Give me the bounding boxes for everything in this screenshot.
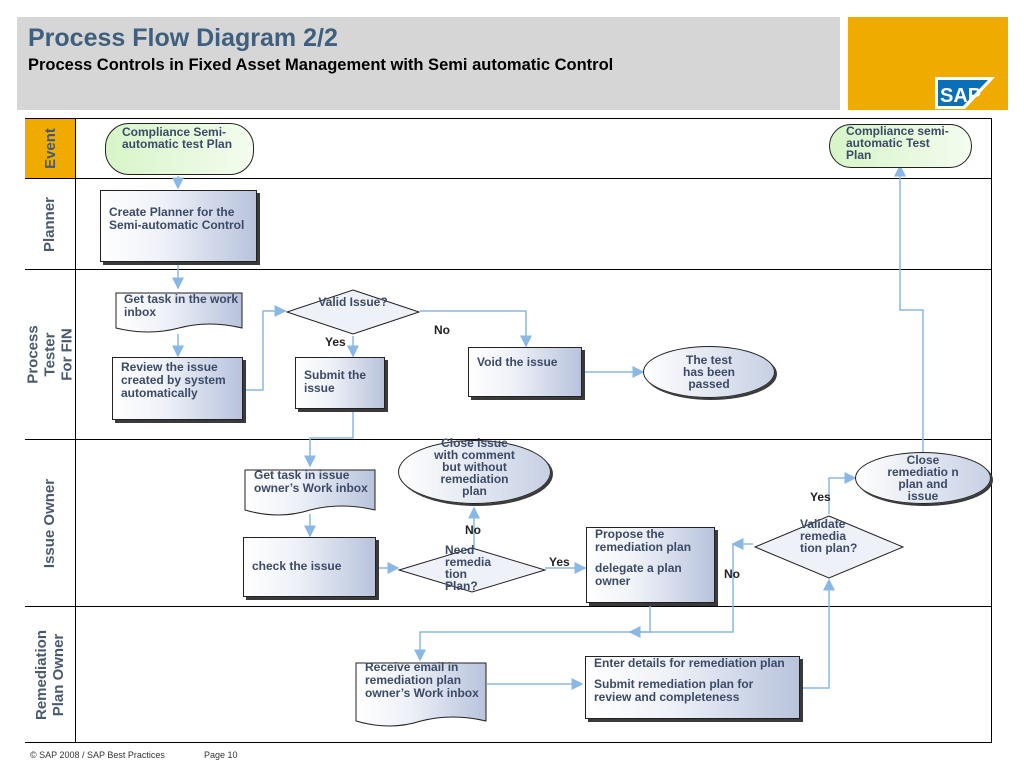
- page-title: Process Flow Diagram 2/2: [28, 24, 338, 52]
- close-issue-comment: Close issue with comment but without rem…: [398, 436, 551, 504]
- footer-copyright: © SAP 2008 / SAP Best Practices: [30, 750, 165, 760]
- connector: [414, 603, 651, 662]
- node-text: Close remediatio n plan and issue: [887, 453, 959, 503]
- node-text: Get task in the work inbox: [124, 292, 239, 319]
- test-passed-end: The test has been passed: [643, 346, 775, 398]
- decision-text: Validate remedia tion plan?: [800, 517, 858, 555]
- connector: [243, 305, 287, 391]
- document-shape: [244, 469, 376, 516]
- valid-issue-decision: [285, 289, 421, 335]
- lane-label-owner: Issue Owner: [25, 440, 76, 606]
- lane-divider: [25, 269, 992, 270]
- get-task-document: Get task in the work inbox: [113, 290, 245, 336]
- branch-label-yes: Yes: [325, 335, 346, 349]
- brand-panel: [848, 17, 1008, 110]
- validate-plan-decision: [753, 515, 905, 579]
- need-remediation-decision: [397, 547, 547, 593]
- propose-plan-task: Propose the remediation plan delegate a …: [586, 527, 715, 603]
- node-text: Submit the issue: [304, 368, 366, 395]
- node-text: Compliance Semi-automatic test Plan: [122, 125, 233, 151]
- connector: [828, 472, 857, 514]
- node-text: Submit remediation plan for review and c…: [594, 677, 754, 704]
- page-subtitle: Process Controls in Fixed Asset Manageme…: [28, 56, 614, 74]
- void-issue-task: Void the issue: [468, 347, 582, 397]
- connector: [800, 578, 835, 689]
- review-issue-task: Review the issue created by system autom…: [112, 357, 243, 420]
- sap-logo-text: SAP: [940, 85, 981, 107]
- create-planner-task: Create Planner for the Semi-automatic Co…: [100, 190, 257, 262]
- lane-label-planner: Planner: [25, 179, 76, 269]
- lane-divider: [25, 439, 992, 440]
- branch-label-yes: Yes: [549, 555, 570, 569]
- start-terminator: Compliance Semi-automatic test Plan: [105, 123, 254, 175]
- connector: [894, 164, 924, 452]
- submit-issue-task: Submit the issue: [295, 357, 385, 409]
- lane-label-remediation: Remediation Plan Owner: [25, 607, 76, 742]
- node-text: Get task in issue owner’s Work inbox: [254, 468, 368, 495]
- lane-label-event: Event: [25, 119, 76, 178]
- branch-label-no: No: [465, 523, 481, 537]
- document-shape: [355, 662, 487, 727]
- lane-divider: [25, 606, 992, 607]
- lane-divider: [25, 178, 992, 179]
- decision-text: Need remedia tion Plan?: [445, 543, 492, 593]
- node-text: Propose the remediation plan: [595, 527, 692, 554]
- decision-text: Valid Issue?: [318, 295, 388, 309]
- lane-label-tester: Process Tester For FIN: [25, 270, 76, 439]
- node-text: Close issue with comment but without rem…: [434, 436, 515, 498]
- branch-label-yes: Yes: [810, 490, 831, 504]
- close-plan-end: Close remediatio n plan and issue: [855, 452, 991, 504]
- node-text: Receive email in remediation plan owner’…: [365, 660, 479, 700]
- connector: [420, 310, 532, 348]
- document-shape: [115, 292, 243, 333]
- enter-details-task: Enter details for remediation plan Submi…: [585, 656, 800, 719]
- connector: [304, 410, 354, 468]
- node-text: delegate a plan owner: [595, 561, 682, 588]
- footer-page-number: Page 10: [204, 750, 238, 760]
- sap-logo: SAP: [935, 77, 995, 109]
- connector: [628, 544, 734, 638]
- node-text: Create Planner for the Semi-automatic Co…: [109, 205, 245, 232]
- branch-label-no: No: [724, 567, 740, 581]
- node-text: check the issue: [252, 559, 342, 573]
- end-terminator: Compliance semi-automatic Test Plan: [829, 124, 972, 168]
- branch-label-no: No: [434, 323, 450, 337]
- node-text: Review the issue created by system autom…: [121, 360, 226, 400]
- header-banner: [17, 17, 840, 110]
- node-text: Compliance semi-automatic Test Plan: [846, 124, 949, 162]
- receive-email-document: Receive email in remediation plan owner’…: [354, 661, 488, 731]
- node-text: Void the issue: [477, 355, 558, 369]
- check-issue-task: check the issue: [243, 537, 376, 597]
- node-text: The test has been passed: [682, 353, 736, 391]
- node-text: Enter details for remediation plan: [594, 656, 785, 670]
- get-task-owner-document: Get task in issue owner’s Work inbox: [243, 468, 377, 520]
